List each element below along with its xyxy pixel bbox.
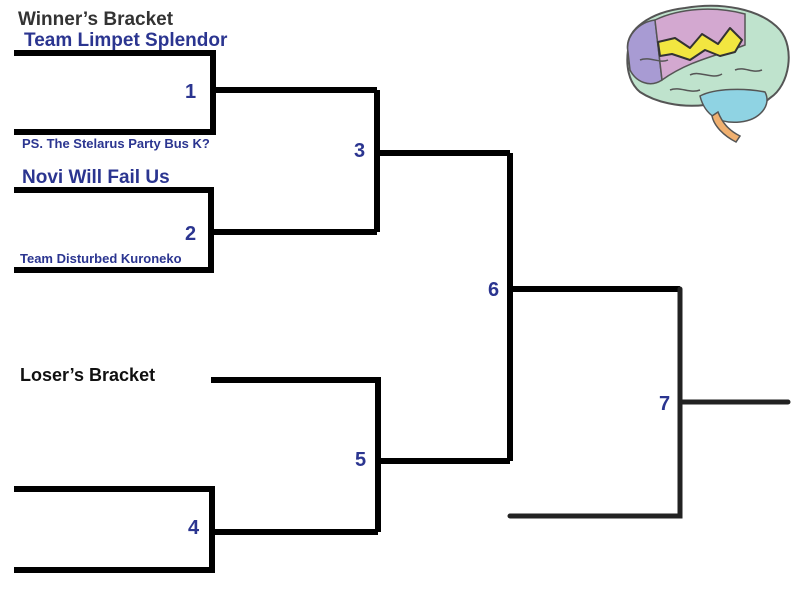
team-name-1: Team Limpet Splendor — [24, 30, 228, 51]
losers-bracket-heading: Loser’s Bracket — [20, 365, 156, 385]
match-number-4: 4 — [188, 517, 200, 539]
match-number-1: 1 — [185, 81, 197, 103]
match-number-2: 2 — [185, 223, 197, 245]
team-name-2: PS. The Stelarus Party Bus K? — [22, 136, 210, 151]
match-number-6: 6 — [488, 279, 500, 301]
winners-bracket-heading: Winner’s Bracket — [18, 9, 174, 30]
match-6-connector — [507, 153, 680, 461]
match-5-connector — [211, 377, 510, 532]
match-number-7: 7 — [659, 393, 671, 415]
match-1-connector — [14, 50, 377, 135]
match-4-connector — [14, 486, 378, 573]
match-2-connector — [14, 187, 377, 273]
match-number-3: 3 — [354, 140, 366, 162]
match-3-connector — [374, 90, 510, 232]
match-number-5: 5 — [355, 449, 367, 471]
team-name-3: Novi Will Fail Us — [22, 167, 170, 188]
brain-icon — [626, 4, 790, 143]
match-7-connector — [507, 286, 791, 519]
team-name-4: Team Disturbed Kuroneko — [20, 251, 182, 266]
